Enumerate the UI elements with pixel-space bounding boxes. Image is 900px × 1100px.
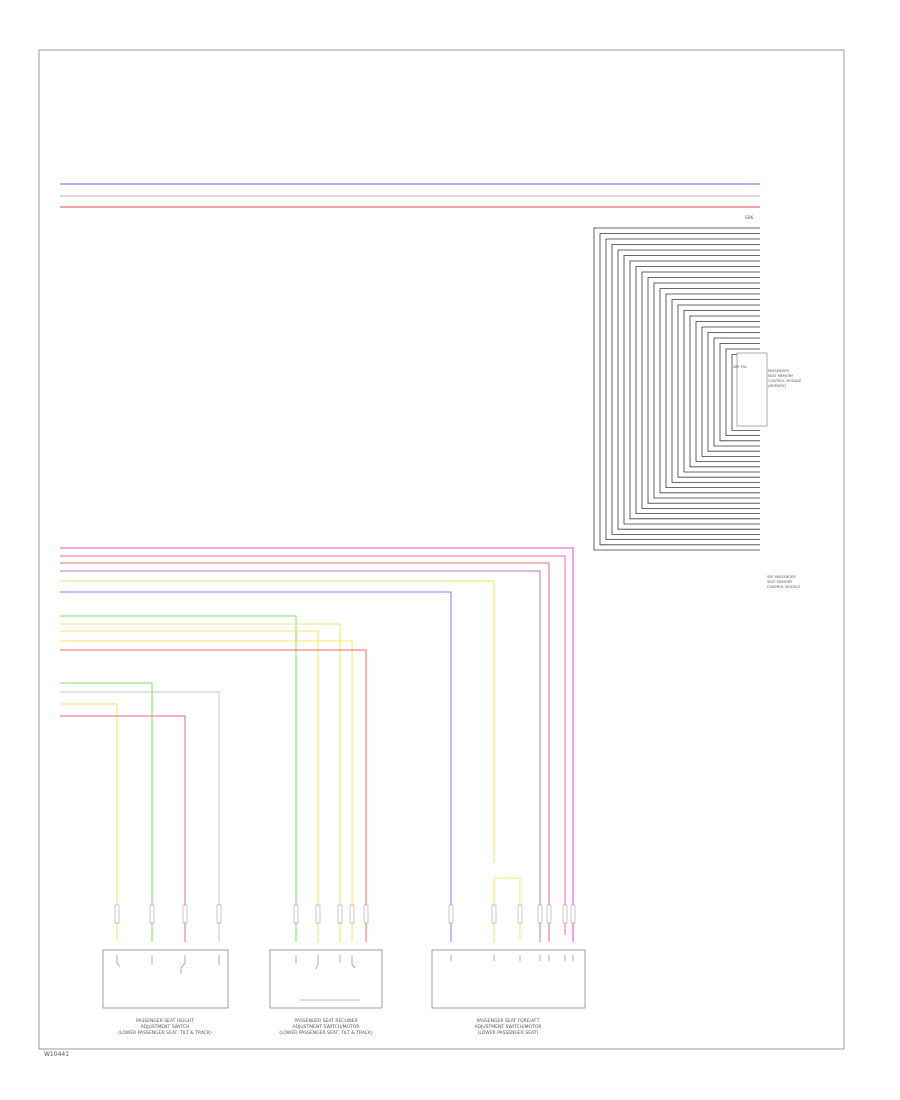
wire-tag [491,904,497,924]
harness-wire [683,310,760,473]
harness-wire [671,299,760,483]
wire-tag [546,904,552,924]
harness-wire [641,271,760,509]
wire-tag [448,904,454,924]
wire-tags [114,904,576,924]
seat-foreaft-switch-box [431,949,586,1009]
wire-a-blue [60,591,452,942]
harness-wire [623,255,760,525]
wire-c-yellow [60,703,118,942]
harness-wire [617,249,760,530]
harness-wire [647,277,760,504]
harness-wire [611,244,760,535]
module-side-label: SEE PUL [733,365,747,369]
switch-contacts [116,955,574,1001]
wire-a-magenta [60,547,574,942]
seat-memory-module-box [736,352,768,427]
wire-a-violet [60,570,541,942]
wire-a-pink [60,555,566,935]
wire-b-yellow2 [60,630,319,942]
wire-tag [537,904,543,924]
harness-wire [635,266,760,514]
harness-wire [629,260,760,520]
harness-wire [605,238,760,540]
bundle-c [60,682,220,942]
wire-tag [337,904,343,924]
memory-module-harness [593,227,760,551]
wire-c-gray [60,691,220,942]
wire-tag [182,904,188,924]
harness-wire [695,321,760,462]
seat-height-switch-box [102,949,229,1009]
harness-wire [713,337,760,447]
wire-b-yellow1 [60,623,341,942]
wire-tag [149,904,155,924]
gateway-ground-label: G86 [745,215,754,220]
bundle-a [60,547,574,942]
page-frame [38,49,845,1050]
wire-b-green [60,615,297,942]
harness-wire [725,348,760,436]
wire-tag [315,904,321,924]
harness-wire [689,315,760,468]
wire-tag [570,904,576,924]
wire-b-red [60,649,367,942]
wire-c-green [60,682,153,942]
wire-tag [114,904,120,924]
harness-wire [665,293,760,488]
bundle-b [60,615,367,942]
seat-recliner-switch-box [269,949,383,1009]
wire-tag [293,904,299,924]
top-wire-group [60,183,760,208]
harness-wire [659,288,760,494]
wire-tag [363,904,369,924]
wire-a-yellow [60,580,495,862]
harness-wire [653,282,760,499]
wire-b-yellow3 [60,640,353,942]
harness-wire [719,343,760,442]
harness-wire [707,332,760,452]
harness-wire [599,233,760,546]
wire-tag [216,904,222,924]
wire-tag [562,904,568,924]
harness-wire [677,304,760,478]
harness-wire [701,326,760,457]
wire-tag [349,904,355,924]
page-code: W10441 [44,1051,69,1058]
wire-c-red [60,715,186,942]
wire-a-red [60,562,550,942]
wire-tag [517,904,523,924]
harness-wire [593,227,760,551]
